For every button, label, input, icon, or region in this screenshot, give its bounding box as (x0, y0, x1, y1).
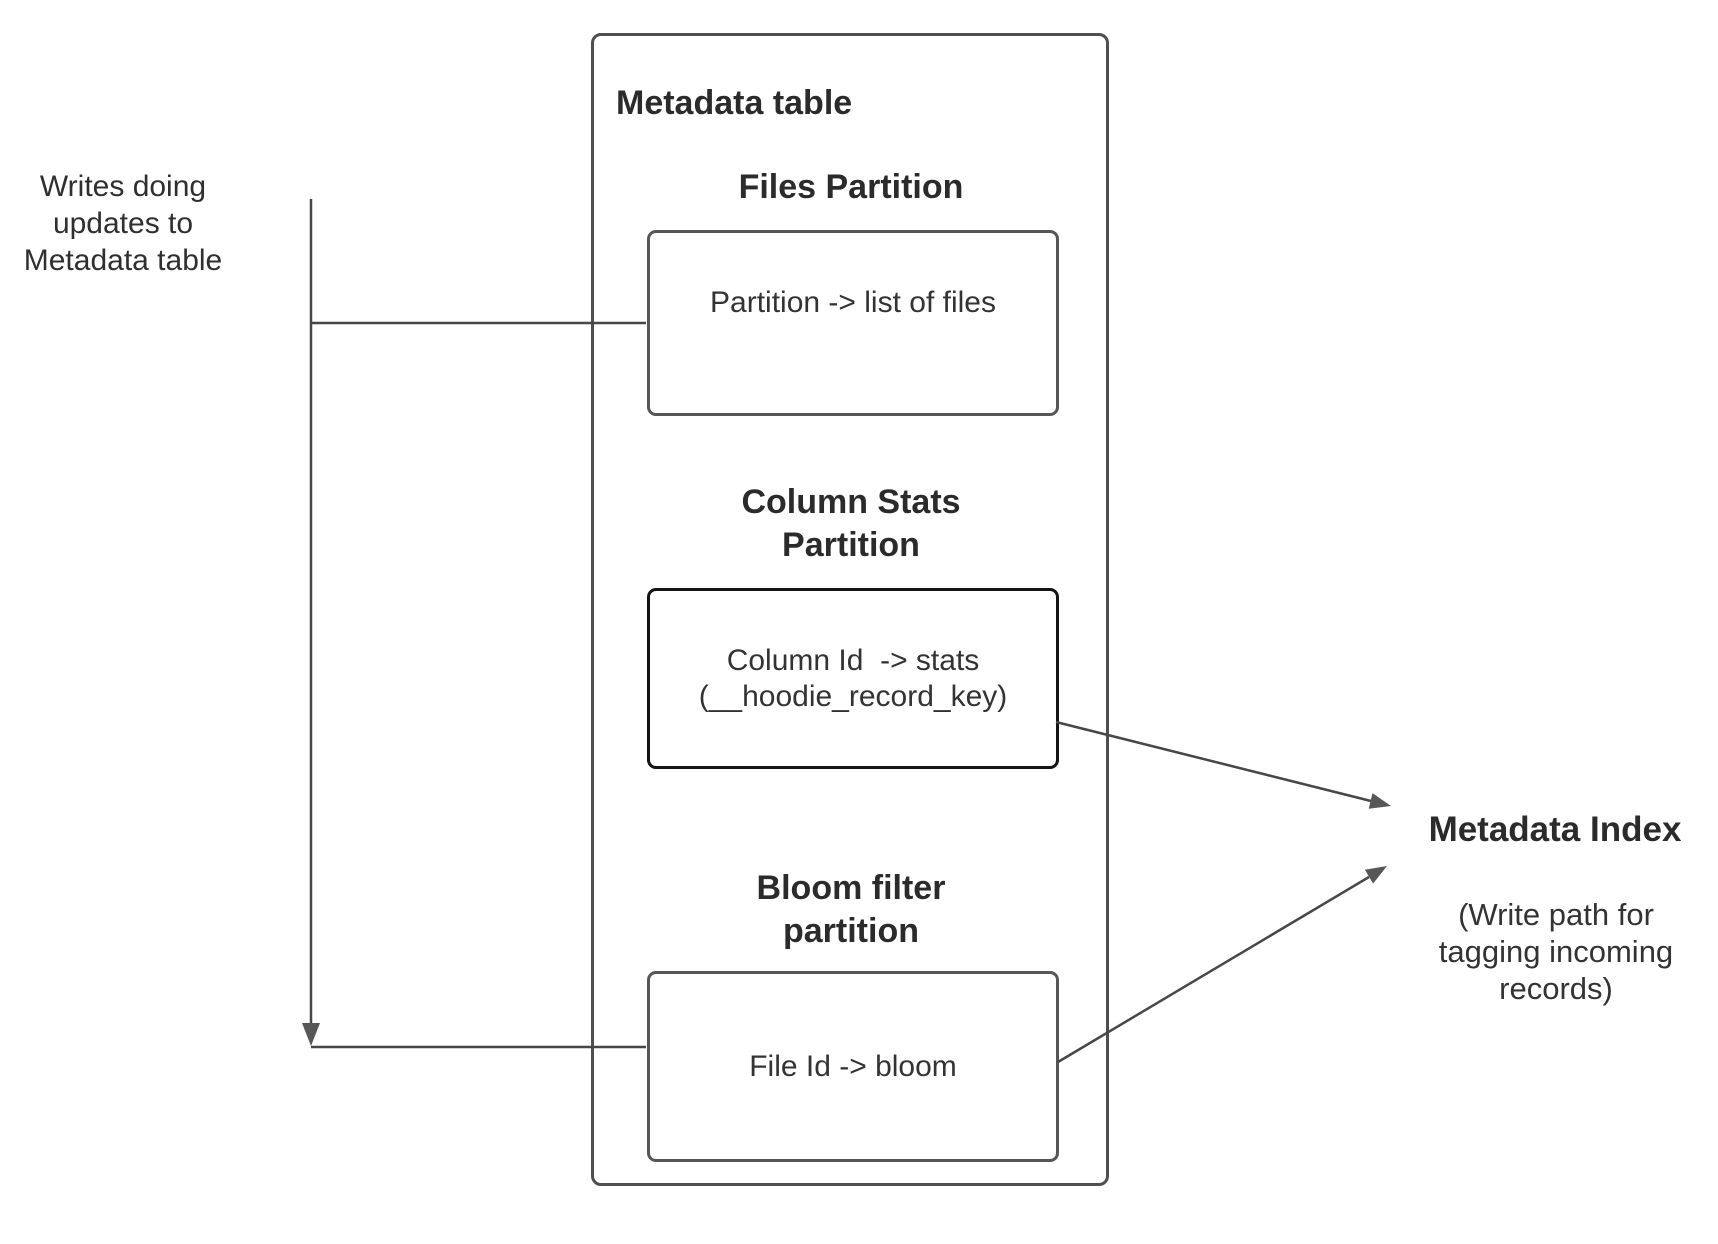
bloom-filter-mapping-label: File Id -> bloom (749, 1049, 957, 1083)
column-stats-mapping-label: Column Id -> stats (__hoodie_record_key) (698, 643, 1008, 713)
writes-updates-note: Writes doing updates to Metadata table (23, 170, 223, 277)
index-lower-arrowhead-icon (1364, 866, 1387, 884)
files-partition-box: Partition -> list of files (647, 230, 1059, 416)
metadata-table-box: Metadata table Files Partition Partition… (591, 33, 1109, 1186)
index-upper-arrowhead-icon (1368, 793, 1391, 809)
metadata-index-subtitle: (Write path for tagging incoming records… (1438, 897, 1674, 1006)
metadata-index-title: Metadata Index (1428, 810, 1682, 849)
files-partition-mapping-label: Partition -> list of files (710, 286, 996, 319)
writes-down-arrowhead-icon (302, 1023, 320, 1046)
metadata-table-title: Metadata table (616, 84, 853, 122)
bloom-filter-partition-heading: Bloom filter partition (756, 869, 946, 950)
bloom-filter-partition-box: File Id -> bloom (647, 971, 1059, 1162)
files-partition-heading: Files Partition (738, 168, 964, 206)
column-stats-partition-box: Column Id -> stats (__hoodie_record_key) (647, 588, 1059, 769)
column-stats-partition-heading: Column Stats Partition (741, 483, 961, 564)
